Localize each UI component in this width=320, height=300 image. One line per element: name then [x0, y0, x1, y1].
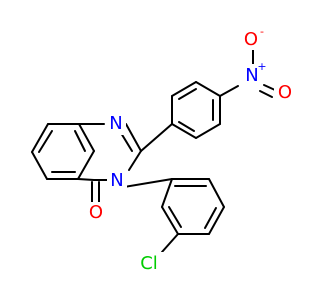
double-bond-inner: [168, 206, 182, 228]
bond: [171, 81, 197, 97]
bond: [208, 206, 225, 235]
double-bond-inner: [178, 121, 195, 132]
bond: [77, 178, 95, 181]
bond: [125, 123, 142, 152]
bond: [195, 123, 221, 139]
double-bond-inner: [38, 130, 53, 153]
bond: [31, 151, 48, 180]
bond: [171, 123, 197, 139]
pyrimidinone-ring: [77, 123, 142, 205]
label-bg: [274, 82, 296, 104]
bond: [31, 123, 49, 153]
bond: [128, 150, 142, 171]
double-bond-inner: [74, 130, 86, 152]
chlorophenyl-ring: [117, 178, 225, 253]
benzo-ring: [31, 123, 95, 180]
nitro-nitrogen: N: [245, 65, 258, 86]
double-bond-inner: [178, 88, 197, 100]
chlorine-atom: Cl: [140, 253, 158, 274]
nitro-oxygen-top-charge: -: [260, 25, 264, 38]
molecule-diagram: N N O Cl N + O - O: [31, 25, 296, 274]
ring-nitrogen-lower: N: [110, 170, 123, 191]
double-bond-inner: [120, 132, 133, 152]
carbonyl-oxygen: O: [89, 202, 103, 223]
label-bg: [107, 170, 127, 192]
bond: [195, 81, 221, 97]
nitrophenyl-ring: [140, 81, 239, 152]
bond: [78, 123, 95, 152]
label-bg: [134, 252, 164, 274]
ring-nitrogen-top: N: [109, 113, 122, 134]
double-bond-no: [263, 84, 276, 91]
bond-to-cl: [161, 233, 179, 253]
bond: [208, 178, 225, 208]
label-bg: [106, 113, 126, 135]
structure-drawing: N N O Cl N + O - O: [31, 25, 296, 274]
bond: [161, 178, 173, 208]
label-bg: [85, 202, 107, 224]
bond: [77, 150, 95, 180]
bond-to-nitro: [219, 85, 239, 97]
label-bg: [240, 28, 262, 50]
label-bg: [240, 64, 262, 86]
double-bond-no: [259, 90, 273, 98]
nitro-oxygen-right: O: [278, 82, 292, 103]
nitro-oxygen-top: O: [244, 29, 258, 50]
nitro-nitrogen-charge: +: [257, 60, 266, 73]
nitro-bonds: [252, 49, 276, 98]
bond: [161, 206, 179, 235]
double-bond-inner: [204, 207, 217, 229]
bond: [140, 123, 173, 152]
atom-labels: N N O Cl N + O - O: [85, 25, 296, 274]
